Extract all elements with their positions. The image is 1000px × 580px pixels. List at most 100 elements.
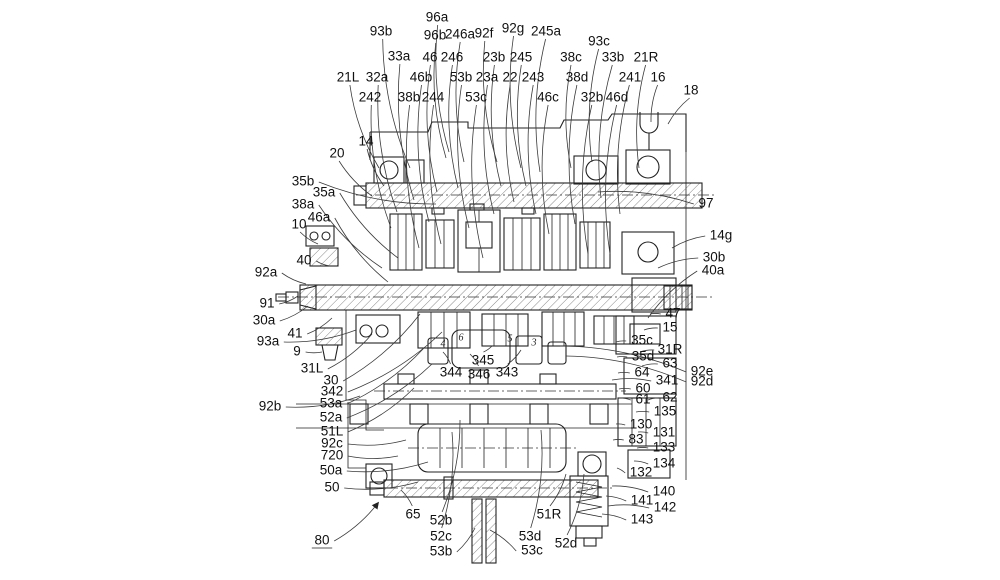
ref-label-83-88: 83	[628, 432, 643, 447]
ref-label-245-12: 245	[510, 50, 533, 65]
ref-label-35d-76: 35d	[632, 349, 655, 364]
leader-line-46d-32	[605, 105, 616, 254]
ref-label-38d-23: 38d	[566, 70, 589, 85]
leader-line-46a-39	[335, 218, 388, 282]
ref-label-33a-8: 33a	[388, 49, 411, 64]
leader-line-96a-0	[436, 25, 449, 152]
ref-label-65-60: 65	[405, 507, 420, 522]
ref-label-141-93: 141	[631, 493, 654, 508]
ref-label-14-34: 14	[358, 134, 374, 149]
ref-label-140-92: 140	[653, 484, 676, 499]
ref-label-32b-31: 32b	[581, 90, 604, 105]
leader-line-30-49	[343, 314, 420, 381]
ref-label-91-43: 91	[259, 296, 274, 311]
leader-line-93c-7	[589, 49, 598, 162]
ref-label-64-78: 64	[634, 365, 650, 380]
mid-housing-left	[346, 310, 384, 430]
leader-line-52b-61	[442, 420, 460, 512]
ref-label-63-77: 63	[662, 356, 677, 371]
ref-label-21R-15: 21R	[634, 50, 659, 65]
left-bolt	[316, 328, 342, 360]
ref-label-40-41: 40	[296, 253, 311, 268]
ref-label-32a-17: 32a	[366, 70, 389, 85]
leader-line-47-72	[650, 313, 661, 314]
ref-label-53c-29: 53c	[465, 90, 487, 105]
leader-line-92a-42	[282, 273, 306, 284]
leader-line-132-91	[617, 468, 625, 473]
ref-label-143-95: 143	[631, 512, 654, 527]
ref-label-52b-61: 52b	[430, 513, 453, 528]
leader-line-80-59	[334, 503, 378, 541]
shift-fork-group	[428, 330, 566, 368]
ref-label-345-96: 345	[472, 353, 495, 368]
ref-label-30a-44: 30a	[253, 313, 276, 328]
leader-line-15-73	[644, 328, 658, 330]
ref-label-46c-30: 46c	[537, 90, 559, 105]
leader-line-38b-27	[406, 105, 419, 248]
leader-line-92c-55	[348, 440, 406, 445]
ref-label-245a-6: 245a	[531, 24, 562, 39]
ref-label-41-45: 41	[287, 326, 302, 341]
ref-label-134-90: 134	[653, 456, 676, 471]
leader-line-32b-31	[582, 105, 591, 254]
ref-label-93a-46: 93a	[257, 334, 280, 349]
ref-label-246a-3: 246a	[445, 27, 476, 42]
small-mark-4-0: 4	[441, 339, 446, 350]
ref-label-132-91: 132	[630, 465, 653, 480]
ref-label-343-99: 343	[496, 365, 519, 380]
leader-line-720-56	[348, 456, 398, 459]
ref-label-53c-67: 53c	[521, 543, 543, 558]
leader-line-60-82	[619, 388, 631, 389]
ref-label-344-97: 344	[440, 365, 463, 380]
leader-line-141-93	[606, 496, 626, 501]
ref-label-61-83: 61	[635, 392, 650, 407]
ref-label-53a-52: 53a	[320, 396, 343, 411]
ref-label-46b-18: 46b	[410, 70, 433, 85]
ref-label-92b-51: 92b	[259, 399, 282, 414]
output-rods	[468, 497, 504, 563]
ref-label-23a-20: 23a	[476, 70, 499, 85]
ref-label-130-86: 130	[630, 417, 653, 432]
ref-label-50-58: 50	[324, 480, 339, 495]
ref-label-21L-16: 21L	[337, 70, 360, 85]
ref-label-52a-53: 52a	[320, 410, 343, 425]
leader-line-35d-76	[617, 357, 627, 358]
ref-label-93c-7: 93c	[588, 34, 610, 49]
ref-label-38c-13: 38c	[560, 50, 582, 65]
ref-label-46d-32: 46d	[606, 90, 629, 105]
ref-label-243-22: 243	[522, 70, 545, 85]
ref-label-92d-81: 92d	[691, 374, 714, 389]
ref-label-38b-27: 38b	[398, 90, 421, 105]
ref-label-53b-63: 53b	[430, 544, 453, 559]
upper-gear-cluster	[390, 204, 610, 272]
ref-label-20-35: 20	[329, 146, 344, 161]
ref-label-50a-57: 50a	[320, 463, 343, 478]
leader-line-14g-69	[672, 236, 705, 248]
ref-label-246-10: 246	[441, 50, 464, 65]
ref-label-51R-64: 51R	[537, 507, 562, 522]
leader-line-245a-6	[536, 39, 546, 172]
small-mark-6-1: 6	[459, 333, 464, 344]
ref-label-10-40: 10	[291, 217, 306, 232]
leader-line-135-85	[636, 411, 649, 412]
ref-label-341-80: 341	[656, 373, 679, 388]
ref-label-346-98: 346	[468, 367, 491, 382]
ref-label-62-84: 62	[662, 390, 677, 405]
ref-label-96b-2: 96b	[424, 28, 447, 43]
ref-label-53b-19: 53b	[450, 70, 473, 85]
ref-label-97-68: 97	[698, 196, 713, 211]
leader-line-30b-70	[658, 258, 698, 268]
ref-label-33b-14: 33b	[602, 50, 625, 65]
ref-label-47-72: 47	[665, 306, 680, 321]
ref-label-53d-65: 53d	[519, 529, 542, 544]
ref-label-46-9: 46	[422, 50, 437, 65]
leader-line-143-95	[602, 514, 626, 520]
ref-label-9-47: 9	[293, 344, 301, 359]
leader-line-130-86	[616, 424, 625, 425]
ref-label-93b-1: 93b	[370, 24, 393, 39]
ref-label-46a-39: 46a	[308, 210, 331, 225]
small-mark-5-2: 5	[508, 334, 513, 345]
leader-line-46c-30	[542, 105, 549, 234]
leader-line-140-92	[612, 486, 648, 492]
